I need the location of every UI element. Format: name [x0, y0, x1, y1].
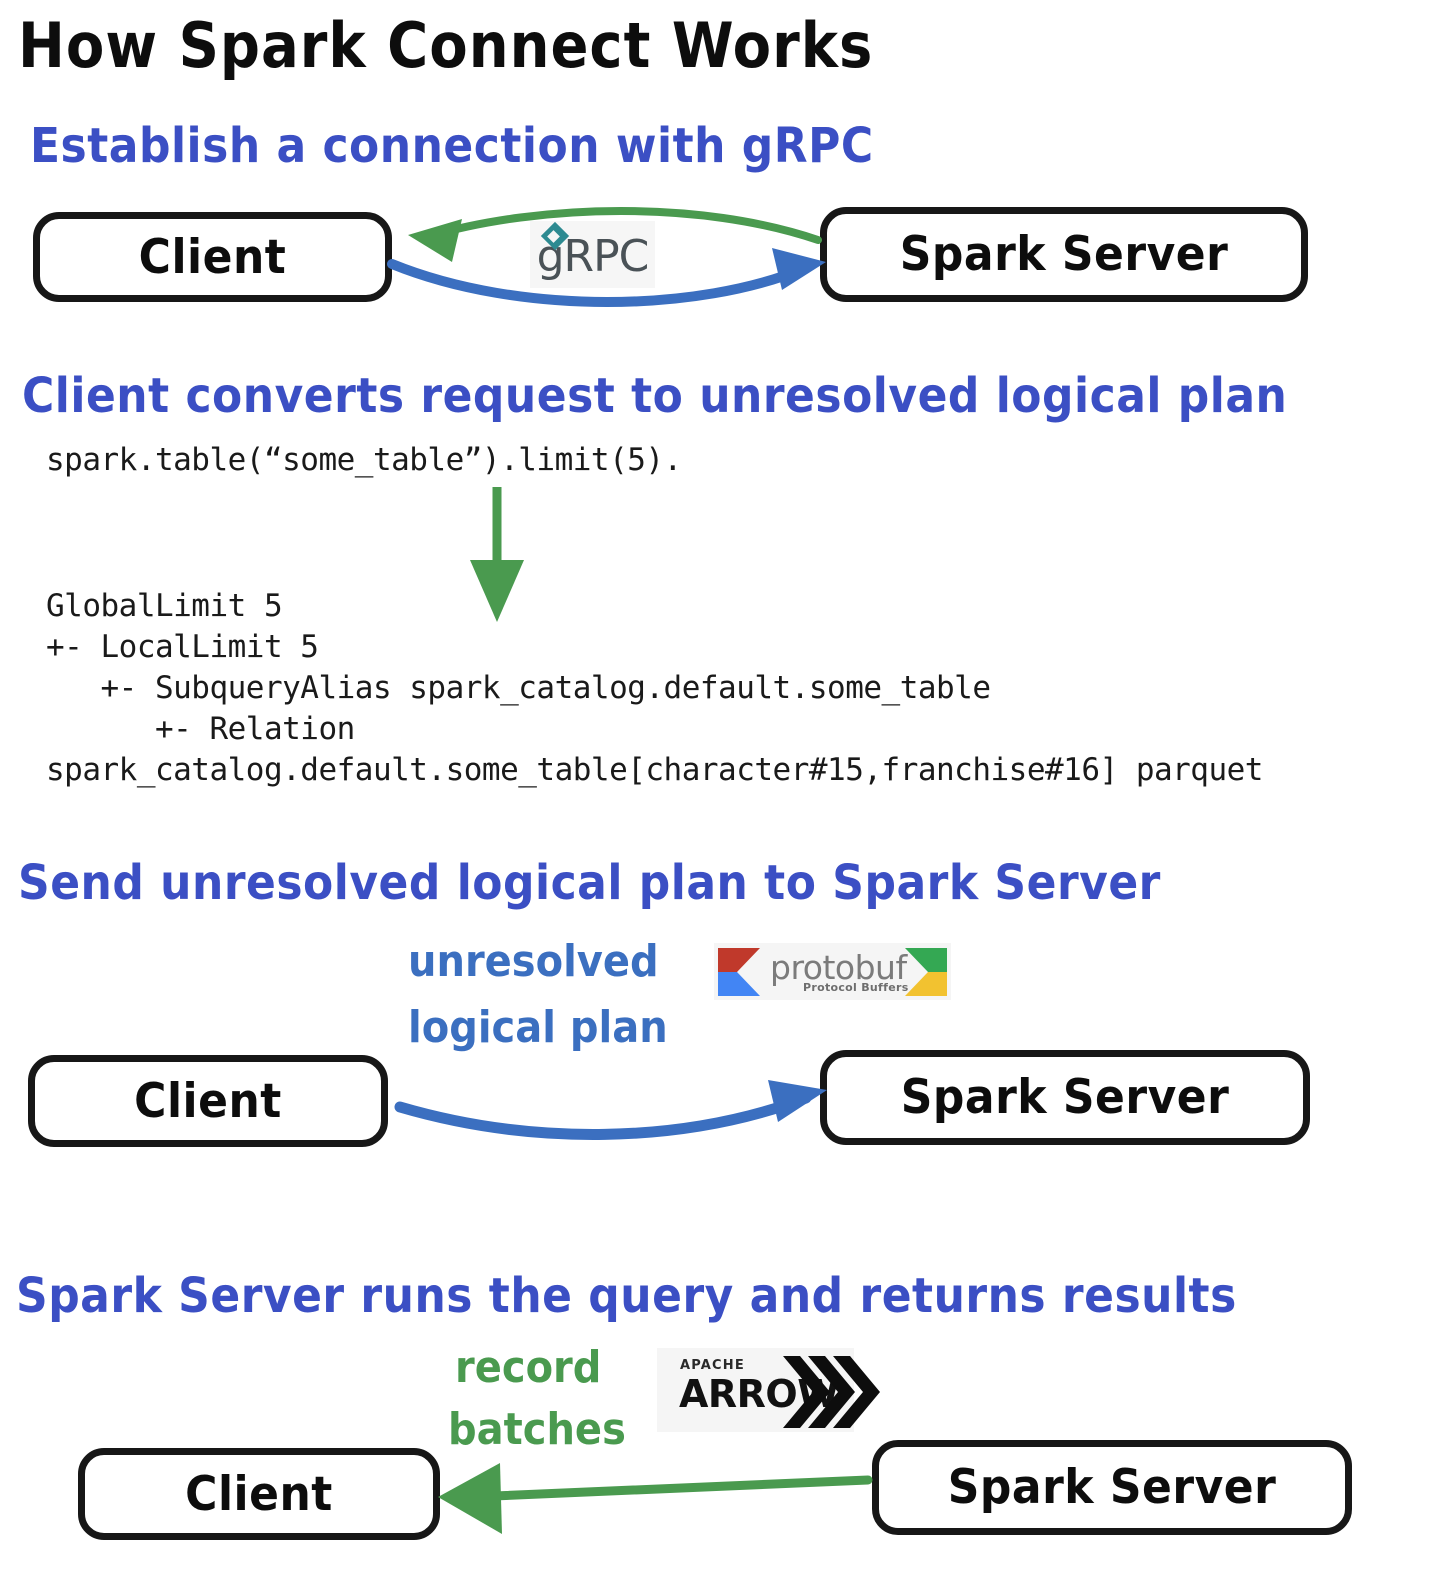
node-label: Spark Server [899, 226, 1229, 283]
arrowhead-client-to-server-plan [768, 1080, 827, 1122]
code-query: spark.table(“some_table”).limit(5). [46, 442, 682, 478]
node-client-step3[interactable]: Client [28, 1055, 388, 1147]
plan-line-2: +- SubqueryAlias spark_catalog.default.s… [46, 670, 991, 706]
step-2-heading: Client converts request to unresolved lo… [22, 368, 1288, 425]
node-label: Client [185, 1466, 333, 1522]
plan-line-0: GlobalLimit 5 [46, 588, 283, 624]
step-3-heading: Send unresolved logical plan to Spark Se… [18, 855, 1161, 912]
node-spark-server-step4[interactable]: Spark Server [872, 1440, 1352, 1535]
arrow-server-to-client-results [465, 1475, 873, 1502]
protobuf-subtitle: Protocol Buffers [803, 981, 909, 994]
node-client-step1[interactable]: Client [33, 212, 392, 302]
node-spark-server-step3[interactable]: Spark Server [820, 1050, 1310, 1145]
step-1-heading: Establish a connection with gRPC [30, 118, 874, 175]
node-label: Client [138, 229, 287, 285]
node-spark-server-step1[interactable]: Spark Server [820, 207, 1308, 302]
plan-line-4: spark_catalog.default.some_table[charact… [46, 752, 1263, 788]
node-label: Spark Server [900, 1069, 1230, 1126]
node-label: Client [134, 1073, 282, 1129]
edge-label-record-line2: batches [448, 1405, 626, 1455]
edge-label-record-line1: record [455, 1343, 602, 1393]
arrowhead-query-to-plan [470, 560, 524, 622]
node-label: Spark Server [947, 1459, 1277, 1516]
node-client-step4[interactable]: Client [78, 1448, 440, 1540]
plan-line-3: +- Relation [46, 711, 355, 747]
arrowhead-server-to-client-grpc [408, 219, 462, 262]
protobuf-wordmark: protobuf [770, 948, 907, 987]
edge-label-unresolved-line1: unresolved [408, 937, 659, 987]
arrowhead-server-to-client-results [438, 1463, 502, 1534]
arrowhead-client-to-server-grpc [772, 248, 826, 290]
arrow-client-to-server-plan [394, 1092, 812, 1140]
apache-arrow-top-text: APACHE [680, 1358, 745, 1373]
step-4-heading: Spark Server runs the query and returns … [16, 1268, 1237, 1325]
apache-arrow-wordmark: ARROW [679, 1372, 839, 1416]
edge-label-unresolved-line2: logical plan [408, 1003, 668, 1053]
plan-line-1: +- LocalLimit 5 [46, 629, 319, 665]
page-title: How Spark Connect Works [18, 10, 874, 83]
